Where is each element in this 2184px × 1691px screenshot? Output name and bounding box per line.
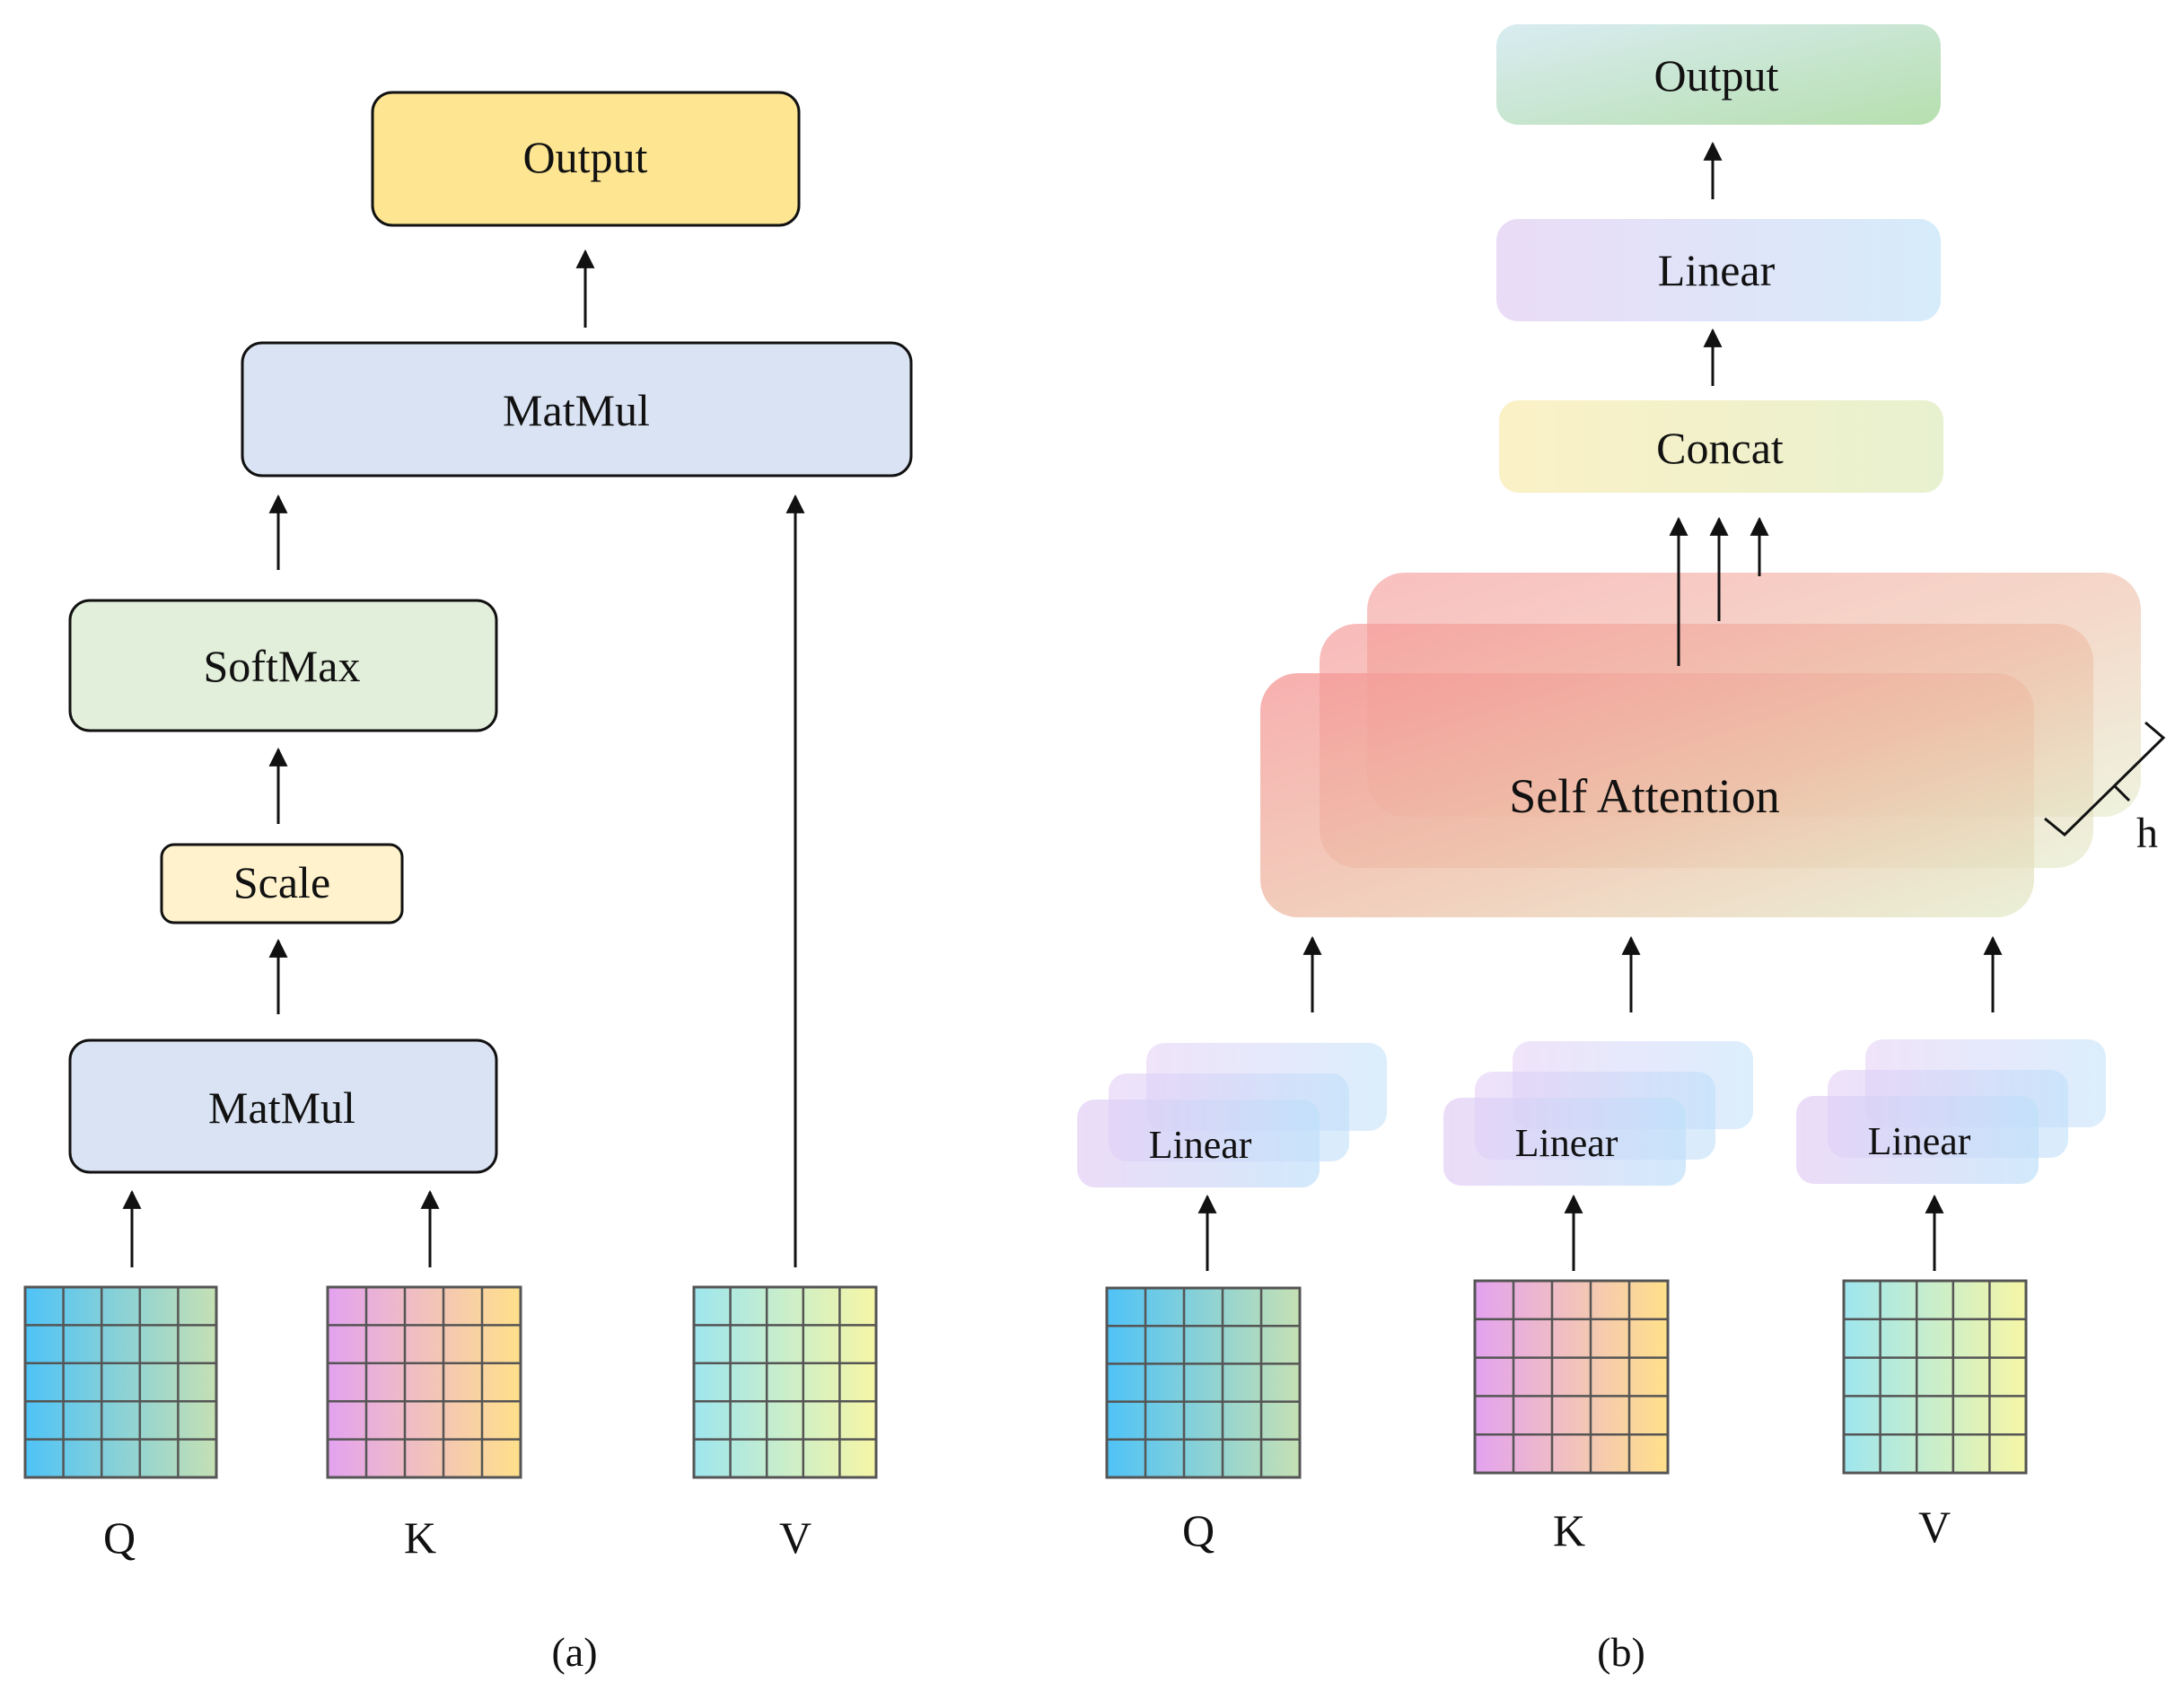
panel-a: Output MatMul SoftMax Scale MatMul Q K	[23, 91, 913, 1675]
linear-k-stack: Linear	[1443, 1041, 1753, 1186]
linear-box-b	[1496, 219, 1941, 321]
matrix-background	[1105, 1286, 1302, 1479]
q-label-a: Q	[103, 1512, 136, 1563]
scale-box	[160, 843, 404, 924]
output-label-b: Output	[1654, 50, 1779, 101]
linear-v-label: Linear	[1868, 1119, 1971, 1163]
k-label-b: K	[1553, 1505, 1585, 1555]
heads-bracket	[2044, 721, 2166, 837]
linear-k-label: Linear	[1515, 1121, 1618, 1165]
heads-bracket-tick	[2113, 784, 2131, 802]
v-matrix-a	[692, 1285, 878, 1479]
matrix-background	[1473, 1279, 1670, 1475]
v-label-a: V	[779, 1512, 811, 1563]
linear-v-stack: Linear	[1796, 1039, 2106, 1184]
k-matrix-a	[326, 1285, 522, 1479]
caption-a: (a)	[551, 1629, 597, 1675]
v-label-b: V	[1918, 1502, 1951, 1552]
self-attention-label: Self Attention	[1509, 769, 1779, 823]
scale-label: Scale	[233, 857, 330, 907]
k-matrix-b	[1473, 1279, 1670, 1475]
self-attention-head-1	[1260, 673, 2034, 917]
output-box-a	[371, 91, 801, 227]
matmul-top-box	[241, 341, 913, 478]
k-label-a: K	[404, 1512, 436, 1563]
matmul-bottom-label: MatMul	[208, 1082, 355, 1133]
softmax-label: SoftMax	[204, 641, 361, 691]
linear-label-b: Linear	[1658, 245, 1776, 295]
matrix-background	[1842, 1279, 2028, 1475]
v-matrix-b	[1842, 1279, 2028, 1475]
q-matrix-b	[1105, 1286, 1302, 1479]
q-label-b: Q	[1182, 1505, 1215, 1555]
linear-q-label: Linear	[1149, 1123, 1252, 1167]
matrix-background	[326, 1285, 522, 1479]
heads-label: h	[2136, 810, 2158, 857]
panel-b: Output Linear Concat Self Attention h	[1077, 24, 2166, 1675]
linear-q-stack: Linear	[1077, 1043, 1387, 1187]
concat-label: Concat	[1656, 423, 1784, 473]
matrix-background	[23, 1285, 218, 1479]
q-matrix-a	[23, 1285, 218, 1479]
softmax-box	[68, 599, 498, 732]
matrix-background	[692, 1285, 878, 1479]
concat-box	[1499, 400, 1943, 493]
output-label-a: Output	[523, 132, 648, 182]
caption-b: (b)	[1597, 1629, 1645, 1675]
matmul-bottom-box	[68, 1038, 498, 1174]
output-box-b	[1496, 24, 1941, 125]
matmul-top-label: MatMul	[503, 385, 650, 435]
